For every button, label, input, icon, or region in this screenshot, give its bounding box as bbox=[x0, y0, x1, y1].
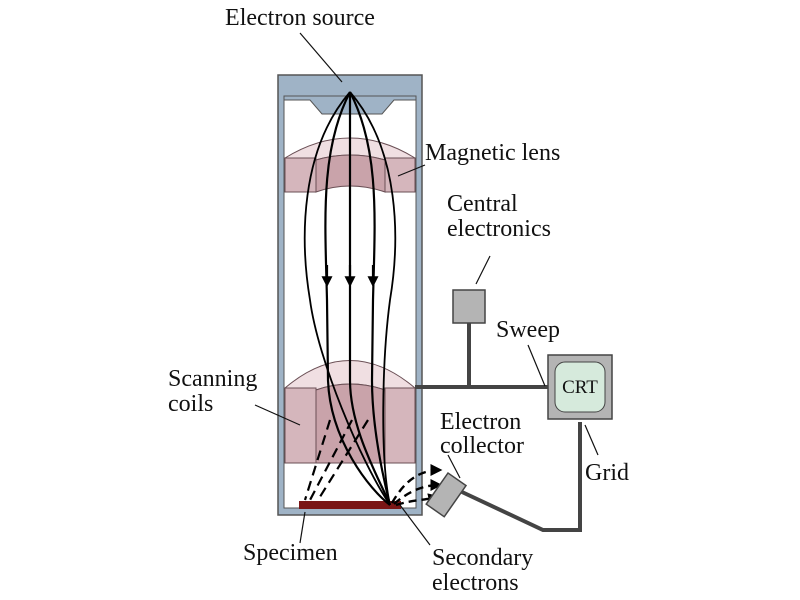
secondary-electron-path-1 bbox=[390, 464, 443, 504]
label-central-electronics-line2: electronics bbox=[447, 216, 551, 242]
sweep-leader bbox=[527, 344, 546, 387]
label-electron-collector-line1: Electron bbox=[440, 409, 521, 435]
beam-path-outer-left bbox=[303, 91, 391, 506]
label-sweep: Sweep bbox=[496, 317, 560, 343]
scanning-coils-leader bbox=[254, 404, 301, 426]
central-electronics-leader bbox=[475, 255, 491, 285]
scanning-coils-right bbox=[384, 387, 416, 464]
label-scanning-coils-line2: coils bbox=[168, 391, 213, 417]
label-grid: Grid bbox=[585, 460, 629, 486]
crt-monitor: CRT bbox=[547, 354, 613, 420]
central-electronics bbox=[415, 255, 548, 389]
specimen bbox=[299, 501, 401, 509]
crt-label: CRT bbox=[562, 377, 598, 398]
central-electronics-box bbox=[452, 289, 486, 324]
label-electron-collector-line2: collector bbox=[440, 433, 524, 459]
label-scanning-coils-line1: Scanning bbox=[168, 366, 257, 392]
electron-collector-leader bbox=[447, 454, 461, 479]
label-specimen: Specimen bbox=[243, 540, 338, 566]
crt-screen bbox=[554, 361, 606, 413]
magnetic-lens-leader bbox=[397, 164, 426, 177]
grid-leader bbox=[584, 424, 599, 456]
label-magnetic-lens: Magnetic lens bbox=[425, 140, 560, 166]
collector-grid-wire bbox=[461, 422, 582, 532]
beam-dashed-1 bbox=[303, 419, 332, 501]
beam-path-right bbox=[349, 91, 392, 506]
beam-path-outer-right bbox=[349, 91, 397, 506]
electron-collector-box bbox=[425, 471, 468, 518]
electron-beam bbox=[303, 91, 397, 506]
beam-path-center bbox=[348, 92, 392, 506]
label-central-electronics-line1: Central bbox=[447, 191, 518, 217]
scanning-coils-left bbox=[284, 387, 317, 464]
electron-source-leader bbox=[299, 32, 343, 83]
specimen-leader bbox=[299, 511, 306, 544]
secondary-electrons-leader bbox=[399, 504, 431, 546]
electron-collector bbox=[425, 422, 582, 532]
label-secondary-electrons-line2: electrons bbox=[432, 570, 519, 596]
label-electron-source: Electron source bbox=[225, 5, 375, 31]
secondary-electron-path-2 bbox=[393, 479, 443, 505]
beam-path-left bbox=[324, 91, 391, 506]
leader-lines bbox=[254, 32, 599, 546]
label-secondary-electrons-line1: Secondary bbox=[432, 545, 533, 571]
labels: Electron source Magnetic lens Central el… bbox=[168, 5, 629, 596]
